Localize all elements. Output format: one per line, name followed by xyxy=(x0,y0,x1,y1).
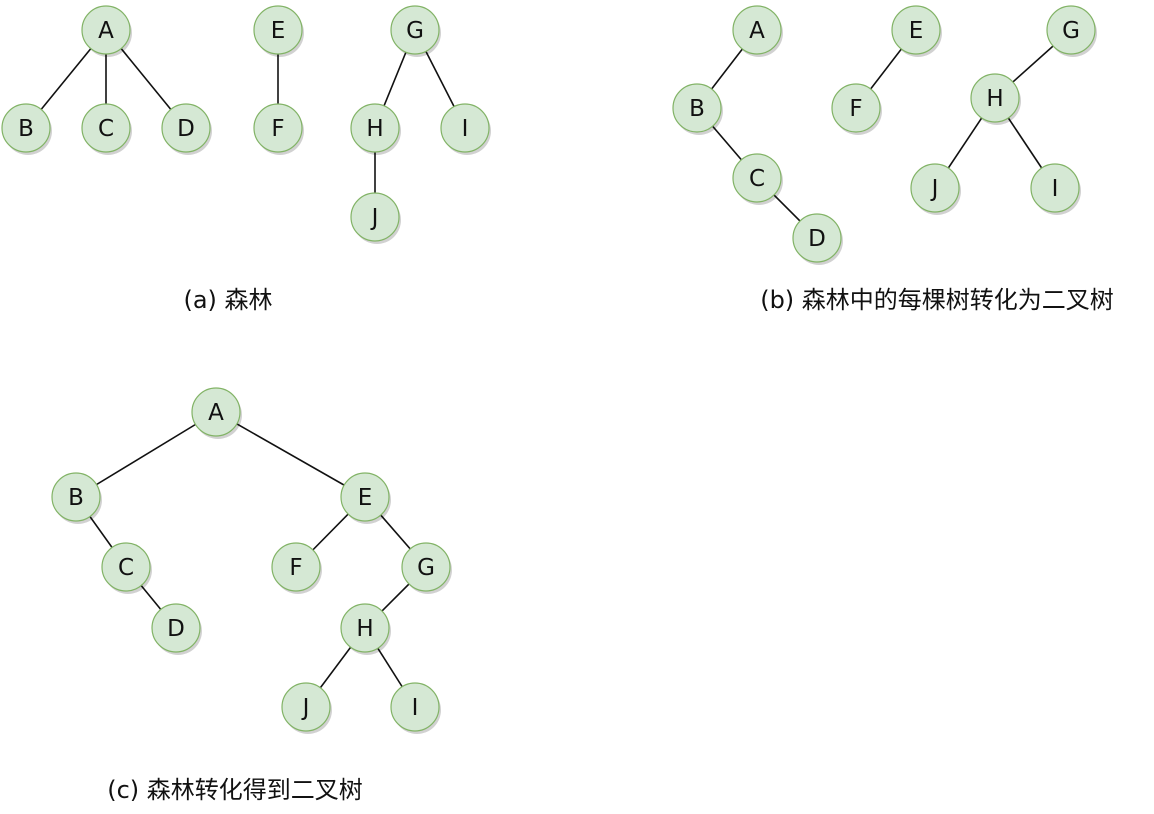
node-circle xyxy=(281,682,331,732)
node-label: A xyxy=(98,18,114,44)
node-label: J xyxy=(370,205,379,231)
node-label: G xyxy=(1062,18,1080,44)
node-circle xyxy=(81,103,131,153)
node-label: H xyxy=(356,616,373,642)
panel-c-combined-binary-tree: A B C D E F G H J I xyxy=(51,387,452,734)
edge-c-A-E xyxy=(215,411,366,498)
node-circle xyxy=(1,103,51,153)
caption-c: (c) 森林转化得到二叉树 xyxy=(107,776,363,804)
node-b-H: H xyxy=(970,73,1021,125)
node-a-E: E xyxy=(253,5,304,57)
node-label: D xyxy=(177,116,195,142)
node-label: F xyxy=(849,96,862,122)
node-c-A: A xyxy=(191,387,242,439)
node-c-G: G xyxy=(401,542,452,594)
node-a-C: C xyxy=(81,103,132,155)
node-label: B xyxy=(68,485,84,511)
node-b-I: I xyxy=(1030,163,1081,215)
node-label: A xyxy=(749,18,765,44)
node-circle xyxy=(191,387,241,437)
node-a-I: I xyxy=(440,103,491,155)
node-label: I xyxy=(412,695,419,721)
node-circle xyxy=(732,5,782,55)
node-circle xyxy=(350,103,400,153)
node-circle xyxy=(970,73,1020,123)
node-label: H xyxy=(366,116,383,142)
node-circle xyxy=(831,83,881,133)
node-circle xyxy=(271,542,321,592)
node-label: A xyxy=(208,400,224,426)
node-a-F: F xyxy=(253,103,304,155)
node-c-C: C xyxy=(101,542,152,594)
node-circle xyxy=(390,682,440,732)
node-a-D: D xyxy=(161,103,212,155)
node-b-E: E xyxy=(891,5,942,57)
node-label: G xyxy=(417,555,435,581)
node-label: E xyxy=(271,18,286,44)
panel-b-each-tree-binary: A B C D E F G H J I xyxy=(672,5,1097,265)
node-a-H: H xyxy=(350,103,401,155)
caption-a: (a) 森林 xyxy=(183,286,272,314)
node-label: E xyxy=(909,18,924,44)
edge-c-A-B xyxy=(75,411,217,498)
node-circle xyxy=(891,5,941,55)
node-circle xyxy=(350,192,400,242)
node-circle xyxy=(440,103,490,153)
node-b-D: D xyxy=(792,213,843,265)
node-circle xyxy=(910,163,960,213)
node-circle xyxy=(1030,163,1080,213)
node-label: F xyxy=(271,116,284,142)
node-circle xyxy=(401,542,451,592)
node-b-C: C xyxy=(732,153,783,205)
node-circle xyxy=(161,103,211,153)
node-label: H xyxy=(986,86,1003,112)
node-circle xyxy=(1046,5,1096,55)
node-a-A: A xyxy=(81,5,132,57)
node-circle xyxy=(253,5,303,55)
node-label: E xyxy=(358,485,373,511)
node-a-J: J xyxy=(350,192,401,244)
node-circle xyxy=(81,5,131,55)
node-label: J xyxy=(301,695,310,721)
node-circle xyxy=(101,542,151,592)
node-label: D xyxy=(808,226,826,252)
node-c-E: E xyxy=(340,472,391,524)
node-label: C xyxy=(749,166,765,192)
node-circle xyxy=(51,472,101,522)
node-label: C xyxy=(98,116,114,142)
node-a-G: G xyxy=(390,5,441,57)
node-c-H: H xyxy=(340,603,391,655)
node-label: I xyxy=(1052,176,1059,202)
node-label: F xyxy=(289,555,302,581)
node-circle xyxy=(340,472,390,522)
node-label: B xyxy=(689,96,705,122)
node-circle xyxy=(390,5,440,55)
node-c-J: J xyxy=(281,682,332,734)
node-circle xyxy=(151,603,201,653)
node-circle xyxy=(792,213,842,263)
node-c-B: B xyxy=(51,472,102,524)
node-a-B: B xyxy=(1,103,52,155)
node-circle xyxy=(732,153,782,203)
node-label: J xyxy=(930,176,939,202)
node-label: C xyxy=(118,555,134,581)
node-circle xyxy=(672,83,722,133)
node-circle xyxy=(340,603,390,653)
node-label: B xyxy=(18,116,34,142)
node-label: D xyxy=(167,616,185,642)
caption-b: (b) 森林中的每棵树转化为二叉树 xyxy=(760,286,1114,314)
panel-a-forest: A B C D E F G H I J xyxy=(1,5,491,244)
node-b-G: G xyxy=(1046,5,1097,57)
node-c-I: I xyxy=(390,682,441,734)
node-circle xyxy=(253,103,303,153)
node-b-F: F xyxy=(831,83,882,135)
node-b-J: J xyxy=(910,163,961,215)
node-label: I xyxy=(462,116,469,142)
node-label: G xyxy=(406,18,424,44)
node-b-A: A xyxy=(732,5,783,57)
node-b-B: B xyxy=(672,83,723,135)
node-c-D: D xyxy=(151,603,202,655)
node-c-F: F xyxy=(271,542,322,594)
